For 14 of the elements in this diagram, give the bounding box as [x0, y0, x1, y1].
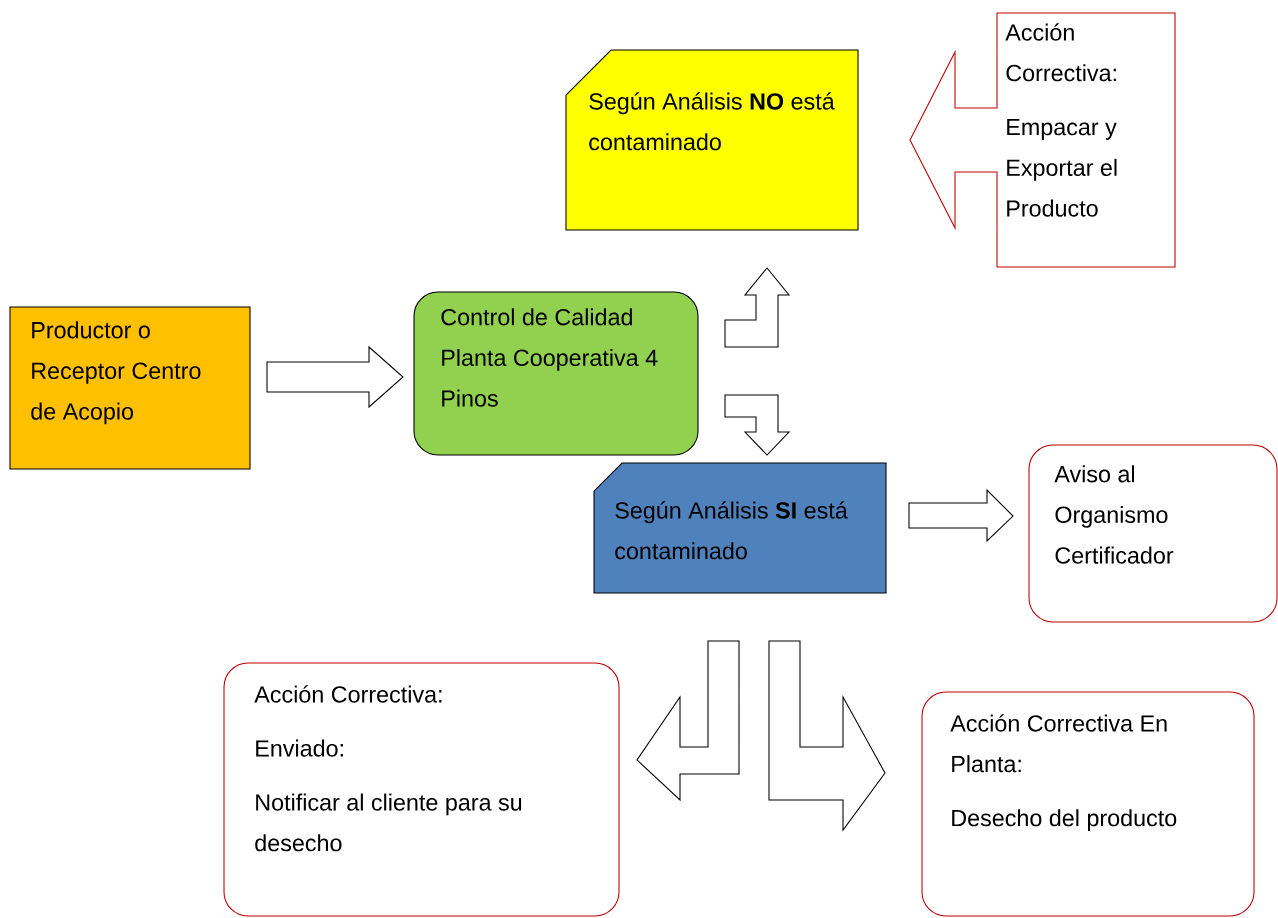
bent-block-arrow	[724, 267, 791, 348]
bent-block-arrow	[636, 640, 740, 802]
rounded-box: Aviso al Organismo Certificador	[1028, 444, 1278, 623]
bent-block-arrow	[724, 394, 791, 456]
process-box: Productor o Receptor Centro de Acopio	[9, 306, 251, 470]
bent-block-arrow	[768, 640, 886, 832]
arrow-callout: Acción Correctiva: Empacar y Exportar el Producto	[909, 12, 1176, 268]
rounded-box: Acción Correctiva En Planta: Desecho del producto	[921, 691, 1255, 917]
snipped-corner-box: Según Análisis NO está contaminado	[565, 49, 859, 231]
snipped-corner-box: Según Análisis SI está contaminado	[593, 462, 887, 594]
rounded-box: Control de Calidad Planta Cooperativa 4 Pinos	[413, 291, 699, 456]
block-arrow	[266, 345, 404, 409]
rounded-box: Acción Correctiva: Enviado: Notificar al cliente para su desecho	[223, 662, 620, 917]
block-arrow	[908, 488, 1014, 543]
